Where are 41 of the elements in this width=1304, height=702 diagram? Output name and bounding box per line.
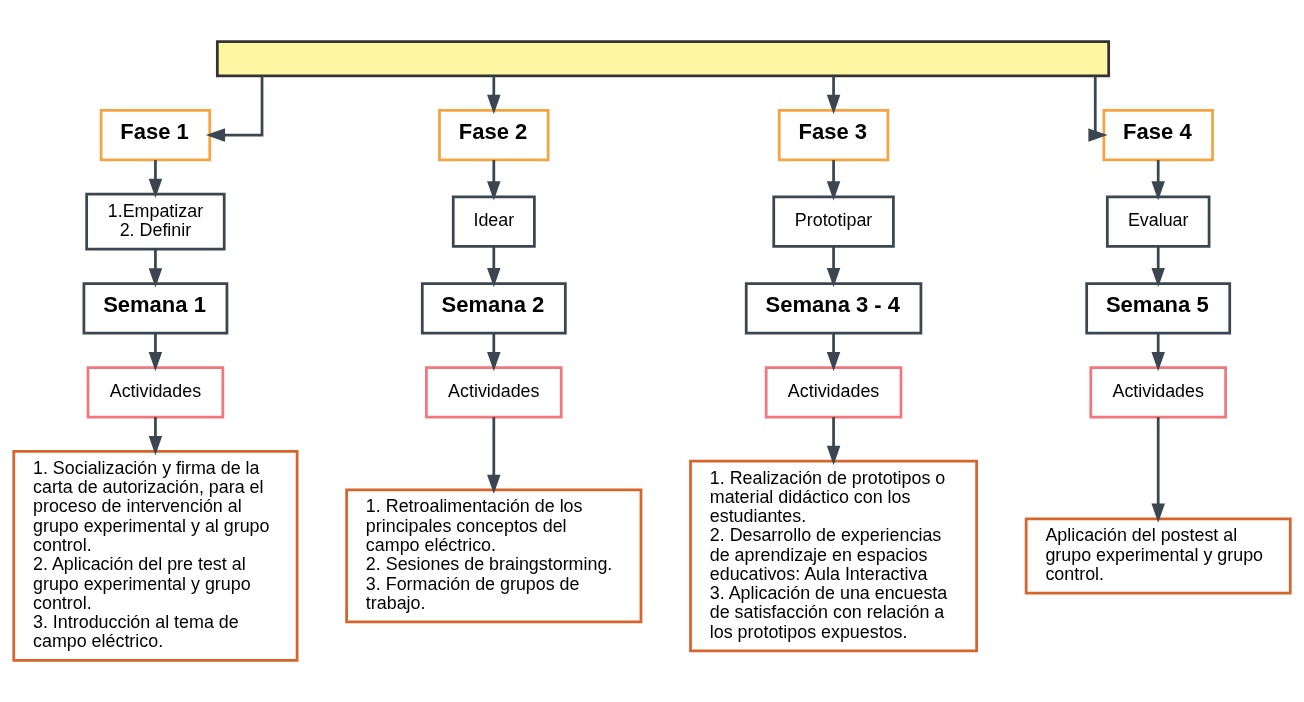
arrow bbox=[1151, 246, 1165, 288]
node-box: Actividades bbox=[86, 366, 225, 419]
node-box: Fase 1 bbox=[99, 108, 212, 162]
node-box: Evaluar bbox=[1105, 195, 1211, 248]
arrow bbox=[148, 249, 163, 288]
arrow bbox=[205, 76, 264, 142]
node-box: Idear bbox=[451, 195, 536, 248]
node-box: 1.Empatizar 2. Definir bbox=[85, 192, 226, 251]
arrow bbox=[148, 333, 163, 372]
node-box: Actividades bbox=[425, 366, 563, 419]
node-box: Fase 2 bbox=[438, 108, 550, 162]
arrow bbox=[826, 246, 841, 288]
arrow bbox=[487, 417, 501, 494]
arrow bbox=[1151, 333, 1165, 372]
node-box: Semana 2 bbox=[420, 282, 567, 335]
arrow bbox=[487, 246, 501, 288]
node-box: 1. Realización de prototipos o material didáctico con los estudiantes. 2. Desarrollo de experiencias de aprendizaje en espacios educativos: Aula Interactiva 3. Aplicación de una encuesta de satisfacción con relación a los prototipos expuestos. bbox=[689, 459, 978, 653]
node-box: Semana 1 bbox=[82, 282, 229, 335]
node-box: Aplicación del postest al grupo experimental y grupo control. bbox=[1024, 517, 1292, 595]
arrow bbox=[487, 160, 501, 201]
arrow bbox=[148, 417, 163, 456]
node-box: Actividades bbox=[764, 366, 903, 419]
arrow bbox=[826, 333, 841, 372]
node-box: Semana 5 bbox=[1085, 282, 1232, 335]
node-box: Prototipar bbox=[772, 195, 895, 248]
arrow bbox=[1151, 417, 1165, 523]
node-box: Fase 4 bbox=[1102, 108, 1214, 162]
node-box: Fase 3 bbox=[777, 108, 890, 162]
arrow bbox=[487, 76, 501, 115]
node-box: Semana 3 - 4 bbox=[744, 282, 923, 335]
node-box: 1. Retroalimentación de los principales conceptos del campo eléctrico. 2. Sesiones de braingstorming. 3. Formación de grupos de trabajo. bbox=[345, 488, 643, 624]
arrow bbox=[487, 333, 501, 372]
arrow bbox=[826, 160, 841, 201]
node-box: 1. Socialización y firma de la carta de autorización, para el proceso de intervención al grupo experimental y al grupo control. 2. Aplicación del pre test al grupo experimental y grupo control. 3. Introducción al tema de campo eléctrico. bbox=[12, 450, 299, 662]
arrow bbox=[1151, 160, 1165, 201]
node-box: Actividades bbox=[1089, 366, 1227, 419]
arrow bbox=[826, 76, 841, 115]
arrow bbox=[826, 417, 841, 466]
node-box bbox=[215, 40, 1111, 78]
arrow bbox=[148, 160, 163, 199]
arrow bbox=[1088, 76, 1108, 142]
